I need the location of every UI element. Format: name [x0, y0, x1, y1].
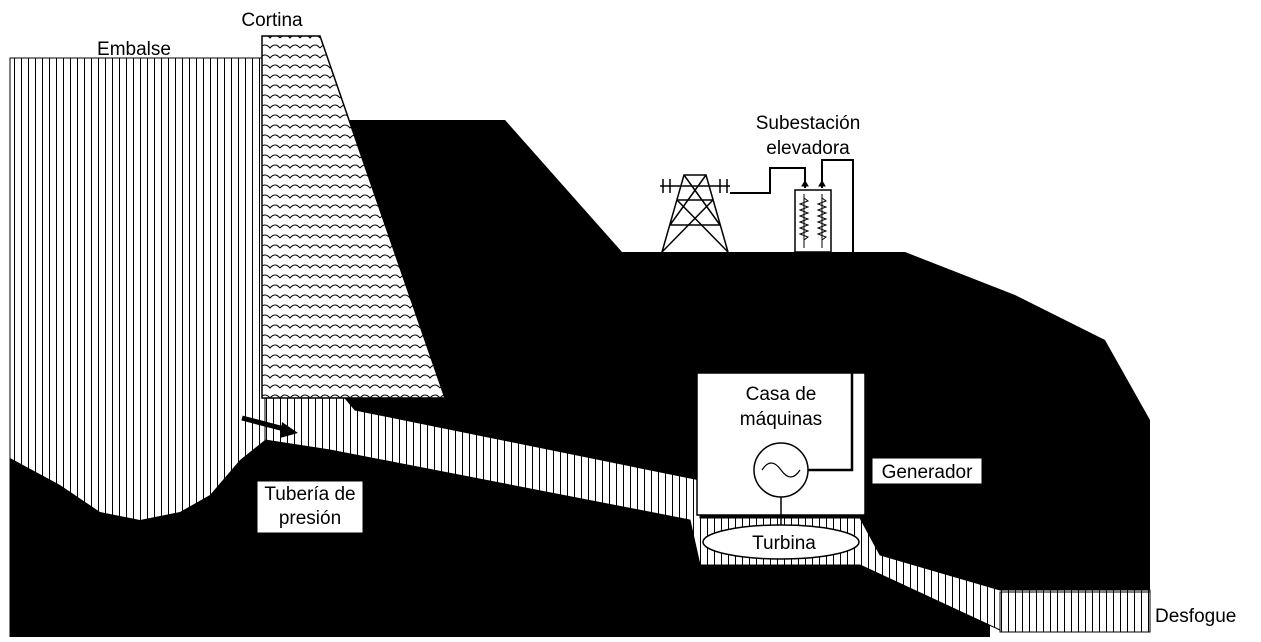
embalse-label: Embalse [97, 39, 171, 60]
desfogue-outlet [999, 591, 1151, 633]
substation-label-line2: elevadora [766, 138, 850, 159]
penstock-label-line1: Tubería de [264, 484, 355, 505]
substation-label-line1: Subestación [756, 113, 861, 134]
penstock-label-line2: presión [279, 508, 341, 529]
turbine-label: Turbina [752, 533, 816, 554]
cortina-label: Cortina [241, 10, 303, 31]
ground-terrain [10, 440, 990, 637]
penstock-label-box [256, 480, 364, 534]
generator-label-box [871, 457, 983, 485]
turbine [702, 524, 860, 560]
generator-icon [753, 372, 854, 530]
penstock [264, 397, 1151, 631]
transmission-tower-icon [660, 167, 806, 253]
generator-label: Generador [882, 462, 974, 483]
powerhouse-label-line2: máquinas [740, 409, 822, 430]
powerhouse-label-line1: Casa de [746, 384, 817, 405]
flow-arrow-icon [241, 415, 298, 438]
dam-cortina [261, 35, 447, 399]
transformer-icon [794, 159, 854, 253]
desfogue-label: Desfogue [1155, 606, 1236, 627]
